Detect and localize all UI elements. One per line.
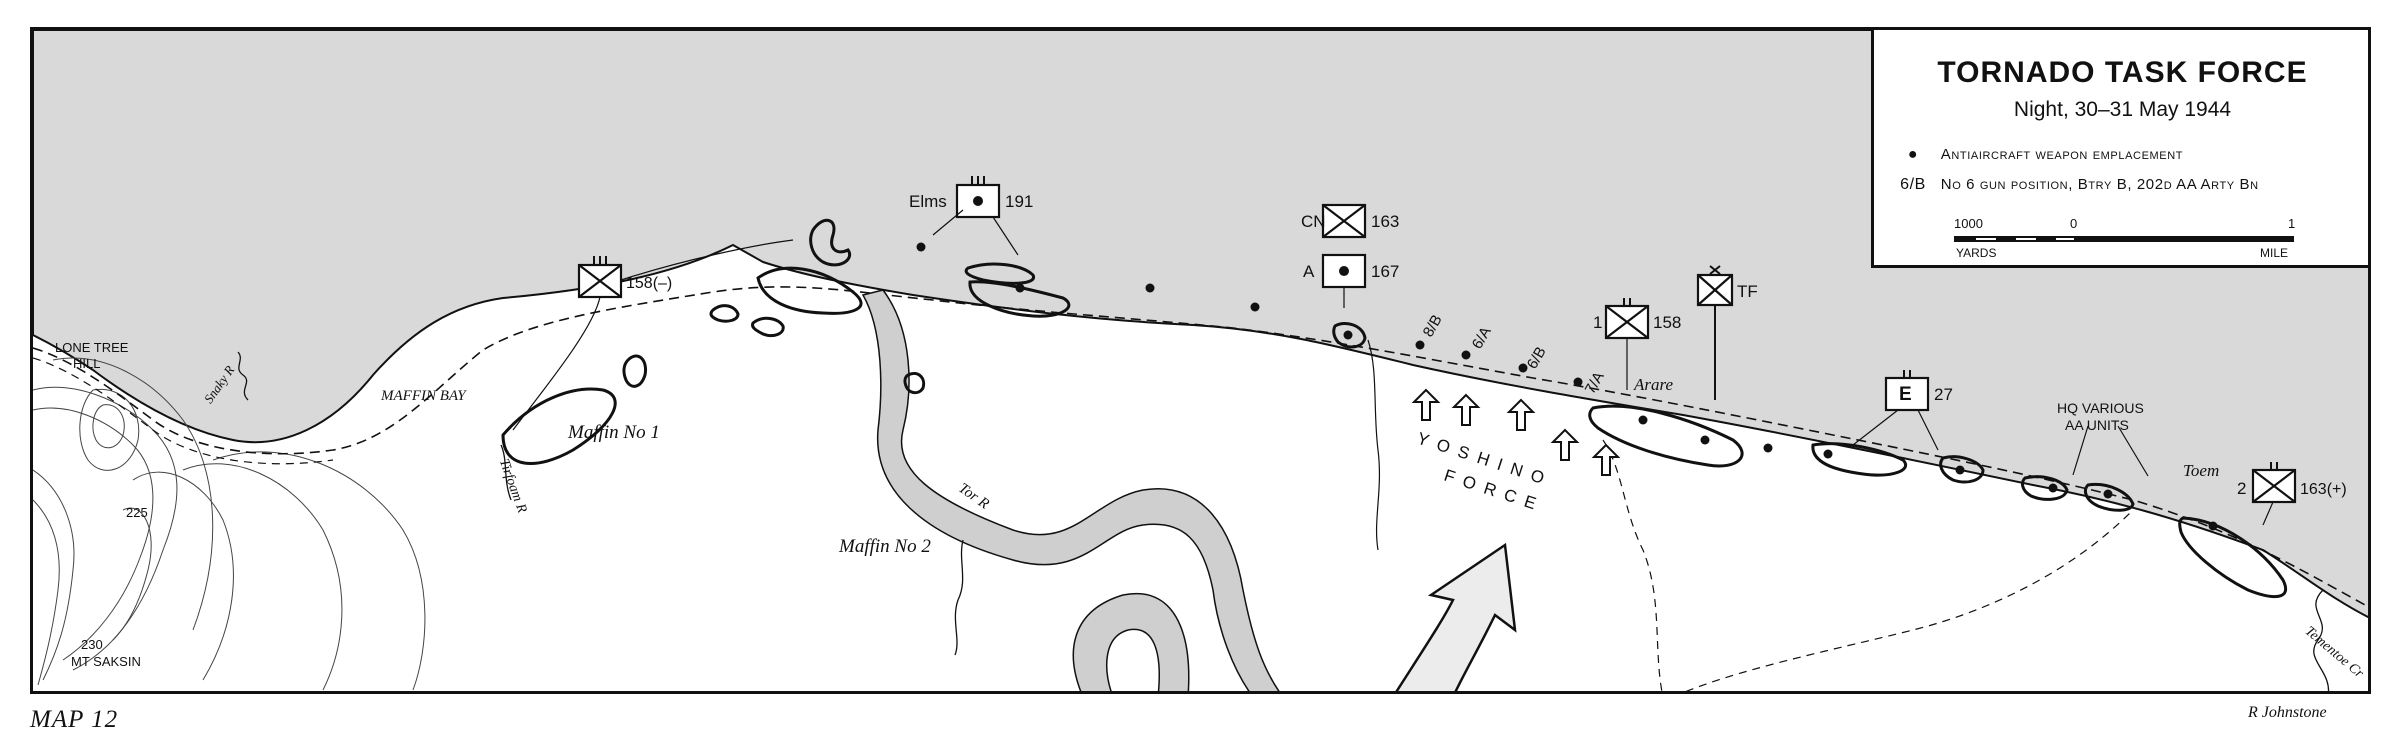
legend-gun-symbol: 6/B bbox=[1900, 176, 1926, 193]
aa-emplacements bbox=[916, 242, 2218, 531]
scale-right-unit: MILE bbox=[2260, 246, 2289, 260]
unit-27: 27 bbox=[1934, 385, 1953, 404]
scale-bar-mile bbox=[2074, 236, 2294, 242]
legend-title: TORNADO TASK FORCE bbox=[1937, 56, 2308, 89]
snaky-river bbox=[237, 351, 249, 401]
unit-2: 2 bbox=[2237, 479, 2246, 498]
label-tirfoam-r: Tirfoam R bbox=[496, 457, 530, 516]
scale-zero-value: 0 bbox=[2070, 216, 2078, 231]
coastal-road bbox=[33, 286, 2368, 608]
label-toem: Toem bbox=[2183, 461, 2219, 480]
unit-163-plus: 163(+) bbox=[2300, 481, 2347, 498]
unit-158: 158 bbox=[1653, 313, 1681, 332]
unit-elms: Elms bbox=[909, 192, 947, 211]
unit-cn: CN bbox=[1301, 212, 1326, 231]
map-number: MAP 12 bbox=[30, 706, 119, 733]
label-maffin-no2: Maffin No 2 bbox=[838, 536, 931, 557]
sea bbox=[33, 30, 2368, 619]
scale-left-value: 1000 bbox=[1954, 216, 1983, 231]
label-mt-saksin: MT SAKSIN bbox=[71, 654, 141, 669]
unit-163: 163 bbox=[1371, 212, 1399, 231]
cartographer-signature: R Johnstone bbox=[2248, 704, 2327, 721]
label-maffin-bay: MAFFIN BAY bbox=[380, 388, 467, 404]
gun-arrows bbox=[1411, 388, 1621, 476]
legend: TORNADO TASK FORCE Night, 30–31 May 1944… bbox=[1871, 30, 2368, 268]
unit-167: 167 bbox=[1371, 262, 1399, 281]
label-tementoe-cr: Tementoe Cr bbox=[2302, 624, 2367, 682]
legend-subtitle: Night, 30–31 May 1944 bbox=[2013, 98, 2232, 121]
scale-right-value: 1 bbox=[2288, 216, 2296, 231]
label-elev-230: 230 bbox=[81, 637, 103, 652]
legend-gun-label: No 6 gun position, Btry B, 202d AA Arty … bbox=[1940, 176, 2259, 193]
unit-hq-various: HQ VARIOUS bbox=[2057, 400, 2144, 416]
map-frame: LONE TREE HILL MAFFIN BAY Snaky R Tirfoa… bbox=[30, 27, 2371, 694]
legend-row-aa: ● Antiaircraft weapon emplacement bbox=[1890, 146, 2183, 164]
unit-191: 191 bbox=[1005, 192, 1033, 211]
aa-dot-icon: ● bbox=[1907, 146, 1919, 163]
unit-1: 1 bbox=[1593, 313, 1602, 332]
legend-row-gun: 6/B No 6 gun position, Btry B, 202d AA A… bbox=[1890, 176, 2259, 194]
tirfoam-river bbox=[500, 444, 512, 501]
unit-158-minus: 158(–) bbox=[626, 275, 672, 292]
unit-symbols bbox=[577, 183, 2297, 504]
perimeters bbox=[501, 219, 2287, 599]
label-lone-tree-hill-2: HILL bbox=[73, 356, 100, 371]
terrain-contours bbox=[33, 357, 426, 691]
label-maffin-no1: Maffin No 1 bbox=[567, 422, 660, 443]
tor-river bbox=[861, 289, 1280, 691]
unit-tf: TF bbox=[1737, 282, 1758, 301]
legend-aa-label: Antiaircraft weapon emplacement bbox=[1940, 146, 2184, 163]
tementoe-creek bbox=[2313, 589, 2330, 691]
maffin2-creek bbox=[954, 539, 964, 656]
unit-a: A bbox=[1303, 262, 1315, 281]
map-canvas: LONE TREE HILL MAFFIN BAY Snaky R Tirfoa… bbox=[33, 30, 2368, 691]
label-arare: Arare bbox=[1633, 375, 1673, 394]
unit-e: E bbox=[1899, 384, 1912, 405]
label-elev-225: 225 bbox=[126, 505, 148, 520]
scale-left-unit: YARDS bbox=[1956, 246, 1997, 260]
unit-aa-units: AA UNITS bbox=[2065, 417, 2129, 433]
river-oxbow bbox=[1072, 592, 1190, 691]
yoshino-attack-arrow bbox=[1395, 542, 1517, 691]
label-lone-tree-hill: LONE TREE bbox=[55, 340, 129, 355]
